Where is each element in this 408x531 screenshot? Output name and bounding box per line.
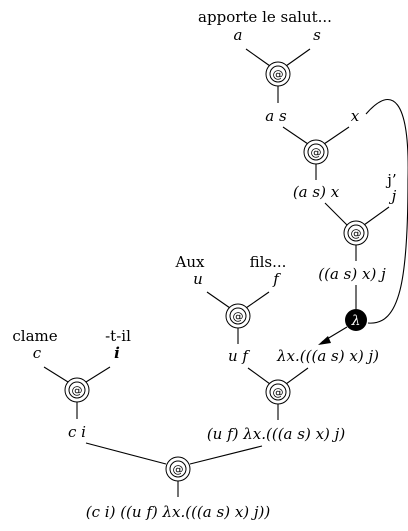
app-node-3: @ bbox=[343, 220, 369, 246]
app-node-1: @ bbox=[265, 61, 291, 87]
expr-lambda: λx.(((a s) x) j) bbox=[276, 347, 379, 365]
edge-f-app4 bbox=[245, 291, 270, 309]
expr-a-s: a s bbox=[265, 107, 287, 125]
var-s-top: s bbox=[313, 26, 321, 44]
word-clame: clame bbox=[12, 327, 57, 345]
app-node-4: @ bbox=[225, 303, 251, 329]
app-node-root: @ bbox=[165, 456, 191, 482]
svg-text:@: @ bbox=[173, 463, 184, 476]
edge-j-app3 bbox=[363, 206, 390, 226]
word-jprime: j’ bbox=[385, 171, 396, 189]
expr-asx-j: ((a s) x) j bbox=[318, 265, 386, 283]
edge-lam-app5 bbox=[285, 367, 309, 385]
lambda-node: λ bbox=[345, 309, 367, 331]
var-u: u bbox=[193, 270, 203, 288]
var-c: c bbox=[33, 344, 42, 362]
edge-s-app1 bbox=[285, 48, 311, 67]
edge-x-app2 bbox=[323, 126, 350, 145]
expr-root: (c i) ((u f) λx.(((a s) x) j)) bbox=[86, 503, 271, 521]
edge-uf-app5 bbox=[247, 367, 271, 385]
edge-i-app6 bbox=[85, 366, 111, 383]
svg-text:@: @ bbox=[72, 384, 83, 397]
edge-c-app6 bbox=[43, 366, 69, 383]
word-aux: Aux bbox=[175, 253, 205, 271]
edge-uflam-root bbox=[189, 445, 263, 465]
var-x: x bbox=[351, 107, 360, 125]
word-til: -t-il bbox=[105, 327, 131, 345]
expr-as-x: (a s) x bbox=[293, 183, 340, 201]
svg-text:@: @ bbox=[233, 310, 244, 323]
edge-as-app2 bbox=[282, 126, 309, 145]
app-node-6: @ bbox=[64, 377, 90, 403]
word-apporte: apporte le salut... bbox=[198, 8, 332, 26]
edge-a-app1 bbox=[245, 48, 271, 67]
var-f: f bbox=[272, 270, 281, 288]
edge-asx-app3 bbox=[324, 202, 348, 226]
expr-uf-lambda: (u f) λx.(((a s) x) j) bbox=[207, 425, 346, 443]
word-fils: fils... bbox=[250, 253, 287, 271]
svg-text:@: @ bbox=[273, 386, 284, 399]
edge-u-app4 bbox=[206, 291, 231, 309]
svg-text:@: @ bbox=[273, 68, 284, 81]
edge-ci-root bbox=[85, 442, 167, 465]
var-j: j bbox=[389, 187, 397, 205]
lambda-binding-arc bbox=[365, 98, 408, 324]
svg-text:λ: λ bbox=[351, 313, 361, 329]
expr-c-i: c i bbox=[68, 423, 86, 441]
svg-text:@: @ bbox=[351, 227, 362, 240]
arrowhead bbox=[318, 336, 331, 345]
var-i: i bbox=[114, 344, 120, 362]
expr-u-f: u f bbox=[228, 347, 250, 365]
svg-text:@: @ bbox=[311, 146, 322, 159]
app-node-2: @ bbox=[303, 139, 329, 165]
var-a-top: a bbox=[234, 26, 243, 44]
app-node-5: @ bbox=[265, 379, 291, 405]
